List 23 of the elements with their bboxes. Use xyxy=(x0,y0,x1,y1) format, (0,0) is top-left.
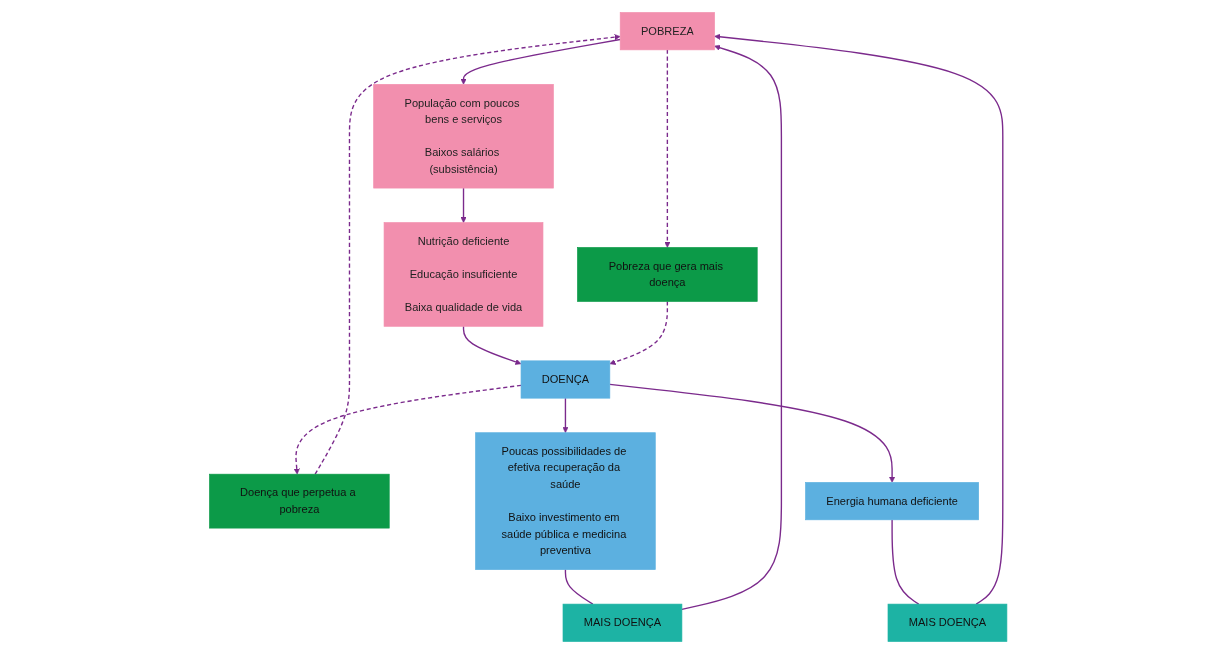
node-box: MAIS DOENÇA xyxy=(887,603,1007,642)
arrow xyxy=(714,33,1004,605)
arrow xyxy=(314,33,621,475)
node-box: MAIS DOENÇA xyxy=(562,603,683,642)
arrow xyxy=(664,48,671,248)
arrow xyxy=(609,300,668,365)
arrow xyxy=(460,186,467,223)
node-box: Pobreza que gera mais doença xyxy=(576,246,758,302)
node-box: Doença que perpetua a pobreza xyxy=(208,473,390,528)
node-box: População com poucos bens e serviços Baixos salários (subsistência) xyxy=(373,83,554,188)
arrow xyxy=(681,44,782,610)
arrow xyxy=(462,325,522,365)
connector xyxy=(564,568,594,605)
node-box: Poucas possibilidades de efetiva recuperação da saúde Baixo investimento em saúde pública e medicina preventiva xyxy=(475,431,656,570)
arrow xyxy=(562,397,569,433)
node-box: Energia humana deficiente xyxy=(805,481,979,520)
arrow xyxy=(608,383,895,483)
node-box: Nutrição deficiente Educação insuficiente Baixa qualidade de vida xyxy=(383,221,544,327)
connector xyxy=(891,518,920,605)
node-box: POBREZA xyxy=(619,11,715,50)
arrow xyxy=(460,38,621,85)
arrow xyxy=(293,384,522,474)
node-box: DOENÇA xyxy=(520,360,610,399)
